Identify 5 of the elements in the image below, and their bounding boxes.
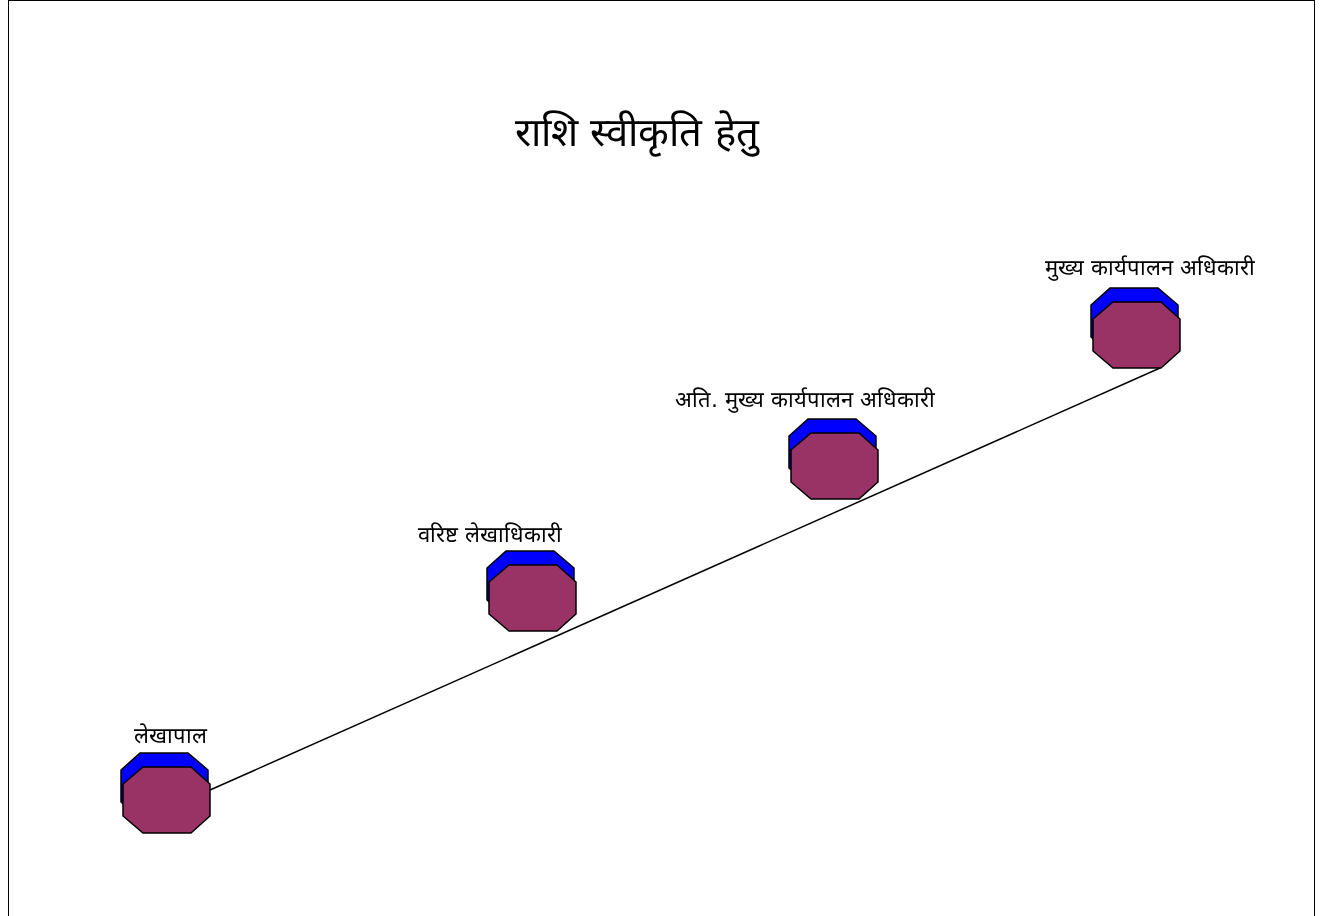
position-label: अति. मुख्य कार्यपालन अधिकारी xyxy=(675,386,935,414)
title: राशि स्वीकृति हेतु xyxy=(514,108,760,159)
position-label: वरिष्ट लेखाधिकारी xyxy=(418,521,562,549)
position-label: लेखापाल xyxy=(133,722,207,750)
position-label: मुख्य कार्यपालन अधिकारी xyxy=(1045,254,1255,282)
